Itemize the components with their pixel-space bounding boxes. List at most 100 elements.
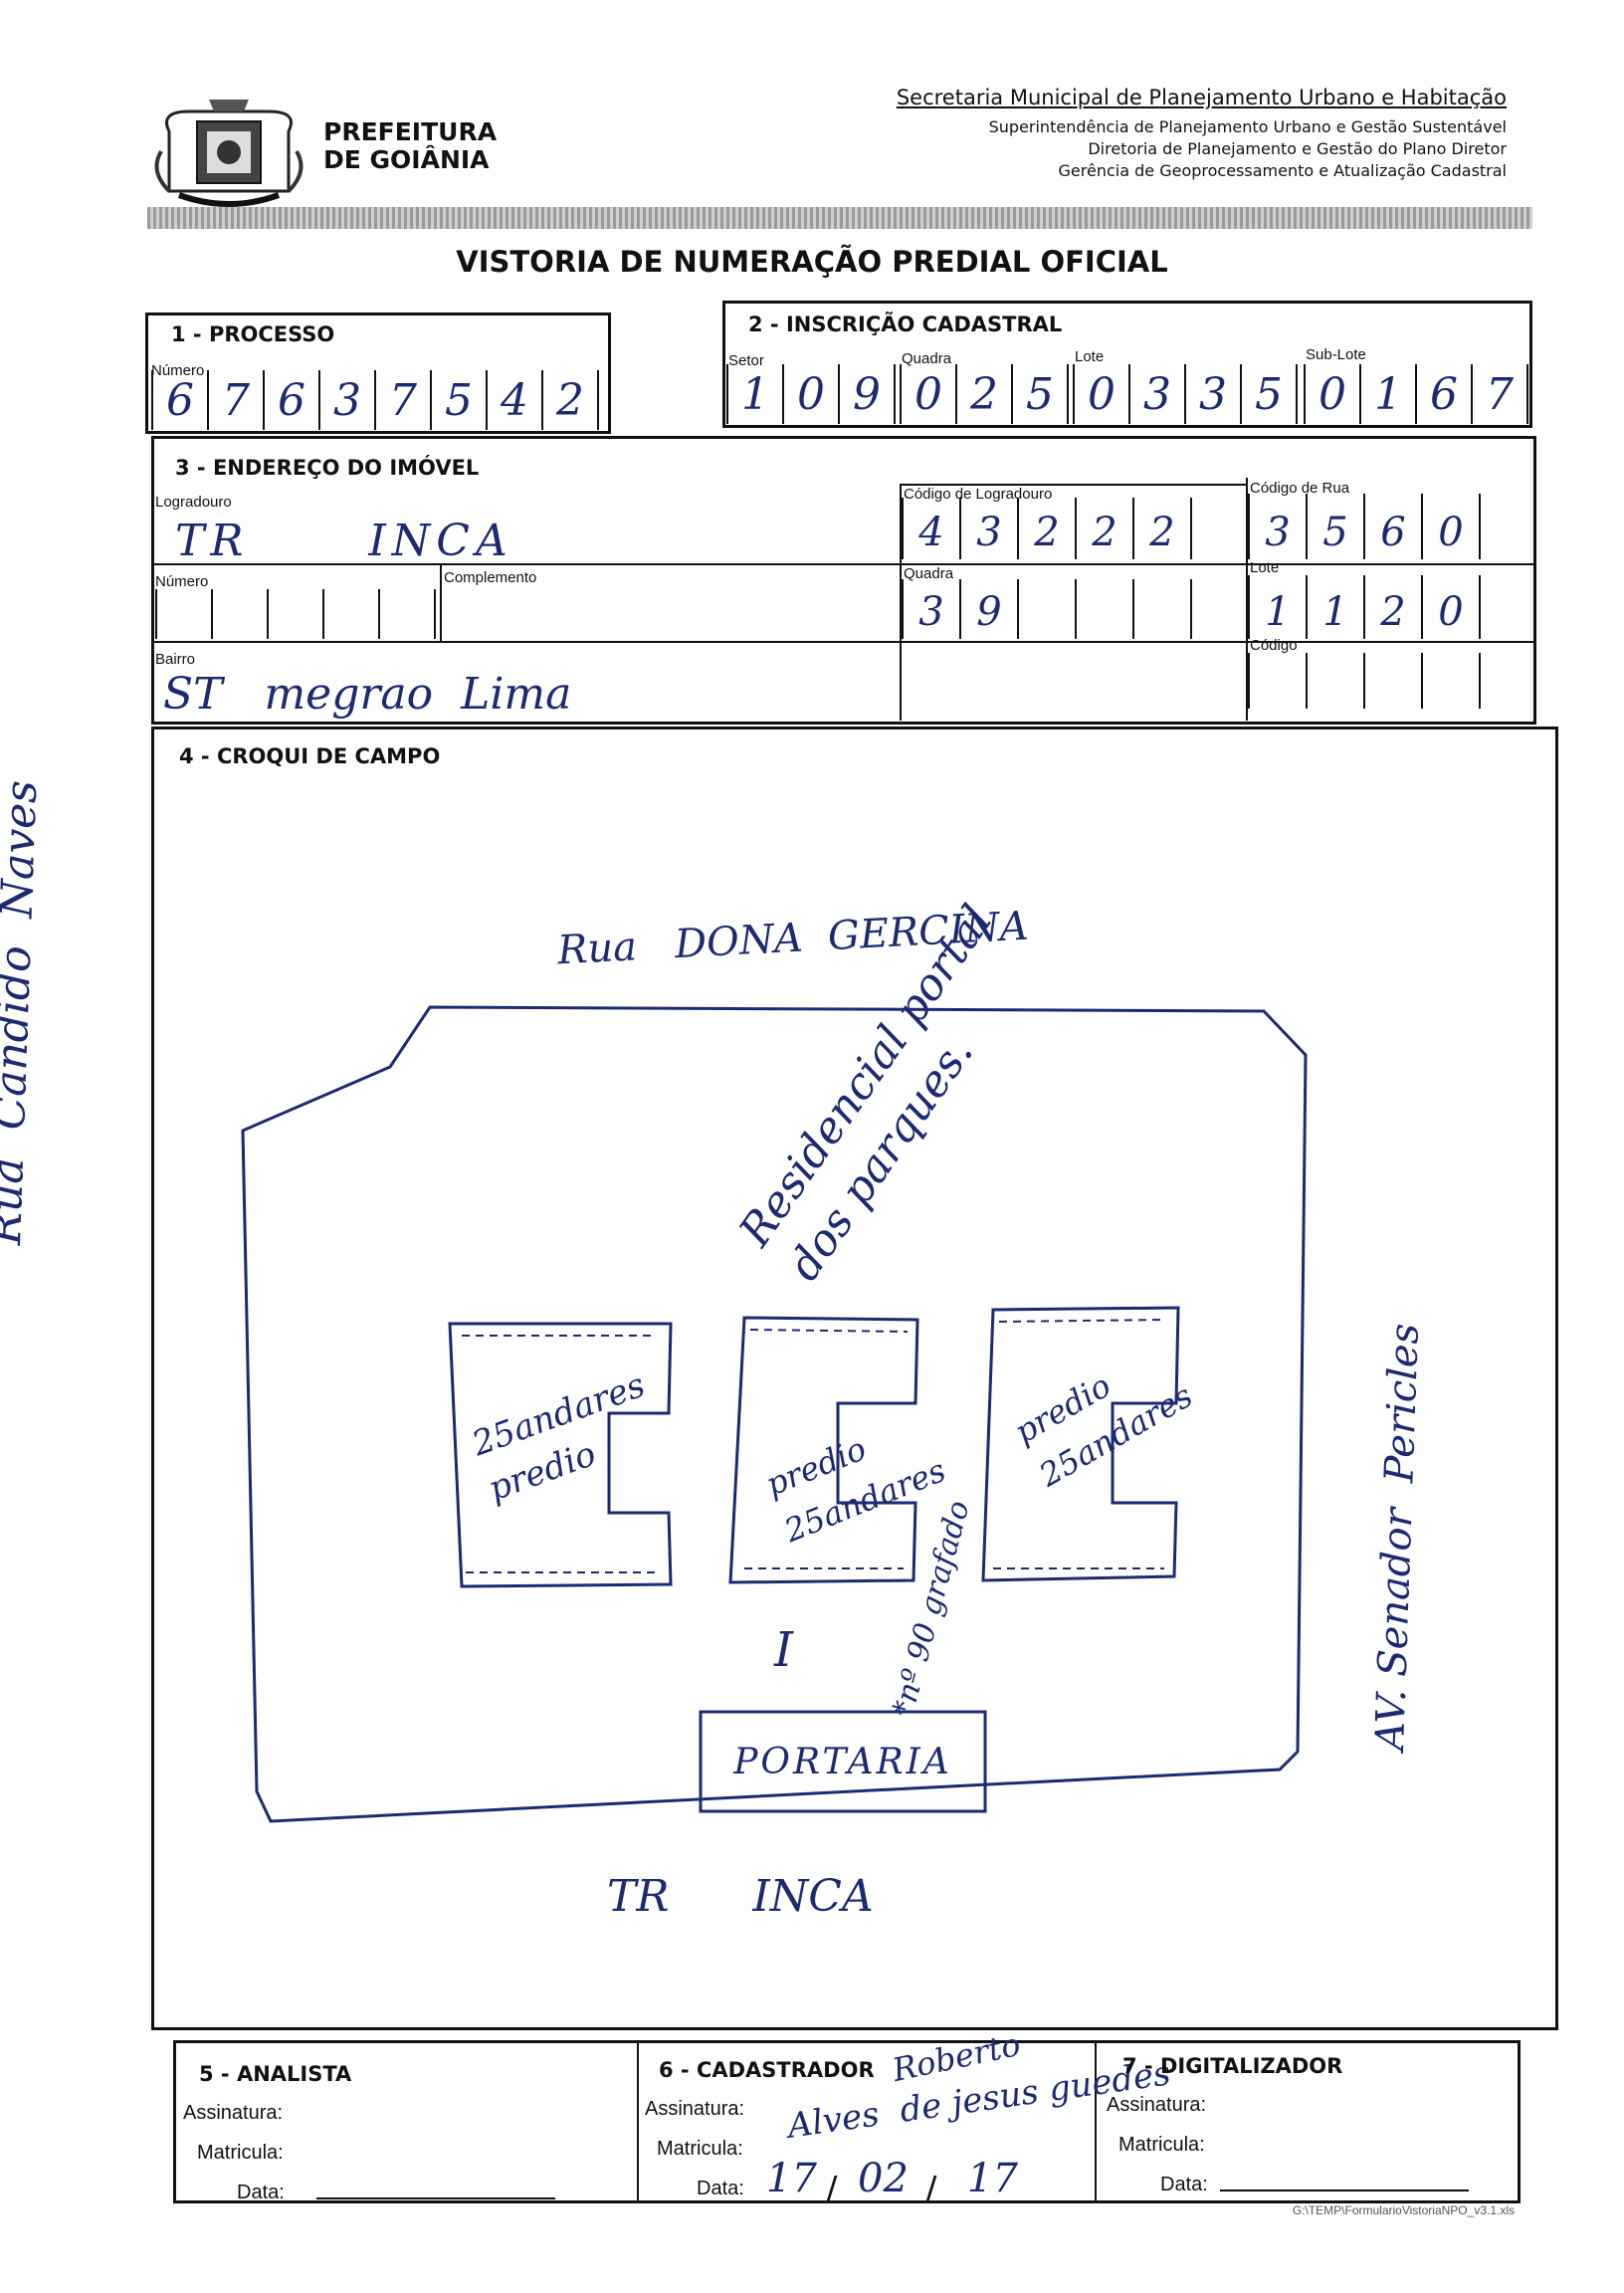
setor-cells-end (894, 364, 896, 424)
brand-line1: PREFEITURA (323, 117, 498, 146)
iquadra-cells-digit[interactable]: 0 (900, 364, 955, 424)
codigo-cells[interactable] (1248, 653, 1481, 709)
digitalizador-assinatura-label: Assinatura: (1107, 2094, 1207, 2116)
equadra-cells-digit[interactable] (1017, 579, 1075, 639)
ilote-cells-digit[interactable]: 3 (1128, 364, 1184, 424)
cadastrador-date-month[interactable]: 02 (858, 2156, 909, 2201)
equadra-cells-digit[interactable] (1075, 579, 1132, 639)
processo-title: 1 - PROCESSO (171, 322, 335, 346)
codigo-cells-digit[interactable] (1248, 653, 1306, 709)
cadastrador-date-day[interactable]: 17 (766, 2156, 817, 2201)
bairro-value[interactable]: ST megrao Lima (163, 669, 572, 720)
sublote-cells-digit[interactable]: 7 (1471, 364, 1526, 424)
logradouro-value[interactable]: TR INCA (175, 516, 513, 566)
codrua-cells-digit[interactable]: 6 (1363, 494, 1421, 559)
processo-numero-label: Número (151, 362, 205, 379)
digitalizador-date-line[interactable] (1220, 2189, 1469, 2191)
digitalizador-title: 7 - DIGITALIZADOR (1122, 2054, 1343, 2078)
numero-cells[interactable] (155, 589, 436, 639)
endereco-lote-label: Lote (1250, 559, 1280, 576)
ilote-cells-digit[interactable]: 5 (1240, 364, 1296, 424)
codigo-cells-digit[interactable] (1421, 653, 1479, 709)
codrua-cells-digit[interactable]: 0 (1421, 494, 1479, 559)
analista-date-line[interactable] (316, 2197, 555, 2199)
cadastrador-data-label: Data: (697, 2178, 744, 2199)
codlog-cells-end (1190, 498, 1192, 559)
sublote-cells-digit[interactable]: 6 (1415, 364, 1471, 424)
codlog-cells-digit[interactable]: 2 (1132, 498, 1190, 559)
numero-label: Número (155, 573, 209, 590)
elote-cells-digit[interactable]: 2 (1363, 575, 1421, 639)
processo-cells-digit[interactable]: 5 (430, 370, 486, 430)
elote-cells-digit[interactable]: 1 (1248, 575, 1306, 639)
sig-divider-2 (1095, 2040, 1097, 2203)
setor-label: Setor (728, 352, 764, 369)
elote-cells-digit[interactable]: 0 (1421, 575, 1479, 639)
processo-cells-digit[interactable]: 7 (374, 370, 430, 430)
complemento-label: Complemento (444, 569, 537, 586)
codlog-cells-digit[interactable]: 3 (959, 498, 1017, 559)
secretaria-title: Secretaria Municipal de Planejamento Urb… (896, 86, 1507, 109)
numero-cells-digit[interactable] (322, 589, 378, 639)
cadastrador-matricula-label: Matricula: (657, 2138, 743, 2160)
brand-line2: DE GOIÂNIA (323, 145, 490, 174)
cadastrador-date-year[interactable]: 17 (967, 2156, 1018, 2201)
processo-cells-digit[interactable]: 7 (207, 370, 263, 430)
setor-cells-digit[interactable]: 9 (838, 364, 894, 424)
codigo-cells-digit[interactable] (1306, 653, 1363, 709)
iquadra-cells-digit[interactable]: 5 (1011, 364, 1067, 424)
numero-cells-digit[interactable] (267, 589, 322, 639)
site-sketch (241, 1005, 1308, 1823)
complemento-divider (440, 563, 442, 641)
analista-title: 5 - ANALISTA (199, 2062, 352, 2086)
processo-cells-digit[interactable]: 6 (151, 370, 207, 430)
processo-cells-digit[interactable]: 3 (318, 370, 374, 430)
codlog-cells-digit[interactable]: 2 (1017, 498, 1075, 559)
numero-cells-digit[interactable] (211, 589, 267, 639)
setor-cells-digit[interactable]: 0 (782, 364, 838, 424)
iquadra-cells-digit[interactable]: 2 (955, 364, 1011, 424)
section-processo (145, 313, 611, 434)
sublote-cells-digit[interactable]: 1 (1359, 364, 1415, 424)
numero-cells-digit[interactable] (155, 589, 211, 639)
numero-cells-digit[interactable] (378, 589, 434, 639)
codrua-cells-end (1479, 494, 1481, 559)
sublote-cells-digit[interactable]: 0 (1304, 364, 1359, 424)
ilote-cells-digit[interactable]: 0 (1073, 364, 1128, 424)
cadastrador-date-line (762, 2201, 1023, 2203)
header-line2: Superintendência de Planejamento Urbano … (988, 117, 1507, 136)
analista-assinatura-label: Assinatura: (183, 2102, 284, 2124)
codrua-cells-digit[interactable]: 3 (1248, 494, 1306, 559)
processo-cells-digit[interactable]: 4 (486, 370, 541, 430)
processo-cells-end (597, 370, 599, 430)
header-line4: Gerência de Geoprocessamento e Atualizaç… (1058, 161, 1507, 180)
cadastrador-assinatura-label: Assinatura: (645, 2098, 745, 2120)
codlog-cells-digit[interactable]: 4 (902, 498, 959, 559)
cod-rua-label: Código de Rua (1250, 480, 1350, 497)
setor-cells-digit[interactable]: 1 (726, 364, 782, 424)
equadra-cells-digit[interactable] (1132, 579, 1190, 639)
elote-cells-digit[interactable]: 1 (1306, 575, 1363, 639)
processo-cells-digit[interactable]: 6 (263, 370, 318, 430)
codigo-label: Código (1250, 637, 1298, 654)
processo-cells-digit[interactable]: 2 (541, 370, 597, 430)
codlog-cells-digit[interactable]: 2 (1075, 498, 1132, 559)
sublote-label: Sub-Lote (1306, 346, 1366, 363)
section-endereco (151, 436, 1536, 725)
equadra-cells-digit[interactable]: 9 (959, 579, 1017, 639)
codigo-cells-digit[interactable] (1363, 653, 1421, 709)
equadra-cells-digit[interactable]: 3 (902, 579, 959, 639)
ilote-cells-end (1296, 364, 1298, 424)
codrua-cells-digit[interactable]: 5 (1306, 494, 1363, 559)
ilote-cells-digit[interactable]: 3 (1184, 364, 1240, 424)
address-divider-v2 (1246, 478, 1248, 721)
